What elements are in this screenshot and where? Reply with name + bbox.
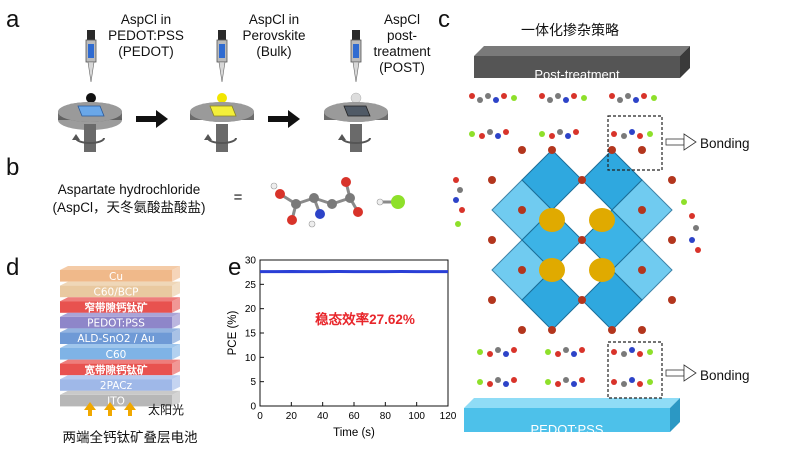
step-pedot-label: AspCl in PEDOT:PSS (PEDOT) xyxy=(108,12,184,59)
stack-layer-label: 2PACz xyxy=(100,380,133,392)
arrow-right-icon xyxy=(136,110,168,128)
panel-letter-a: a xyxy=(6,6,20,33)
stack-layer-label: ALD-SnO2 / Au xyxy=(77,333,154,345)
hollow-arrow-icon xyxy=(665,133,697,151)
molecule-ball-stick xyxy=(270,177,405,228)
doping-structure-diagram xyxy=(453,46,701,432)
x-tick-label: 80 xyxy=(380,411,392,422)
stack-layer: PEDOT:PSS xyxy=(60,312,180,330)
pipette-icon xyxy=(216,30,228,83)
x-tick-label: 0 xyxy=(257,411,263,422)
stack-layer-label: C60 xyxy=(106,349,127,361)
x-axis-label: Time (s) xyxy=(333,427,375,439)
compound-abbrev: (AspCl，天冬氨酸盐酸盐) xyxy=(52,200,206,215)
x-tick-label: 120 xyxy=(440,411,457,422)
droplet-icon xyxy=(217,93,227,103)
stack-layer: ALD-SnO2 / Au xyxy=(60,328,180,345)
bottom-slab-label: PEDOT:PSS xyxy=(530,422,604,437)
pipette-icon xyxy=(85,30,97,83)
step-bulk-label: AspCl in Perovskite (Bulk) xyxy=(242,12,306,59)
x-tick-label: 20 xyxy=(286,411,298,422)
perovskite-lattice xyxy=(488,146,676,334)
bonding-label-bottom: Bonding xyxy=(700,368,750,383)
sunlight-label: 太阳光 xyxy=(148,403,185,417)
equals-sign: = xyxy=(233,189,243,206)
stack-layer-label: Cu xyxy=(109,271,123,283)
strategy-title: 一体化掺杂策略 xyxy=(521,22,619,38)
y-tick-label: 10 xyxy=(245,353,257,364)
steady-state-annotation: 稳态效率27.62% xyxy=(315,312,415,327)
stack-layer: 窄带隙钙钛矿 xyxy=(60,297,180,314)
aspcl-molecules-top xyxy=(469,93,657,139)
spin-coating-illustration xyxy=(58,30,388,152)
panel-letter-e: e xyxy=(228,254,242,281)
bonding-label-top: Bonding xyxy=(700,136,750,151)
tandem-caption: 两端全钙钛矿叠层电池 xyxy=(62,430,198,445)
arrow-up-icon xyxy=(84,402,136,416)
aspcl-molecules-bottom xyxy=(477,347,653,387)
droplet-icon xyxy=(86,93,96,103)
y-axis-label: PCE (%) xyxy=(227,310,239,355)
y-tick-label: 30 xyxy=(245,256,257,267)
x-tick-label: 60 xyxy=(348,411,360,422)
droplet-icon xyxy=(350,92,362,104)
stack-layer: 2PACz xyxy=(60,375,180,392)
stack-layer-label: 宽带隙钙钛矿 xyxy=(84,363,148,376)
stack-layer: C60 xyxy=(60,344,180,361)
panel-letter-d: d xyxy=(6,254,20,281)
y-tick-label: 5 xyxy=(250,377,256,388)
x-tick-label: 40 xyxy=(317,411,329,422)
compound-name: Aspartate hydrochloride xyxy=(57,182,201,197)
top-slab-label: Post-treatment xyxy=(534,67,620,82)
panel-letter-b: b xyxy=(6,154,20,181)
y-tick-label: 15 xyxy=(245,329,257,340)
panel-letter-c: c xyxy=(438,6,450,33)
bonding-box-top xyxy=(607,115,663,171)
y-tick-label: 0 xyxy=(250,402,256,413)
stack-layer: C60/BCP xyxy=(60,281,180,298)
spin-coater-icon xyxy=(190,102,254,152)
hollow-arrow-icon xyxy=(665,364,697,382)
spin-coater-icon xyxy=(58,102,122,152)
stack-layer-label: 窄带隙钙钛矿 xyxy=(85,301,148,314)
aspcl-molecule-side xyxy=(453,177,701,253)
stack-layer: ITO xyxy=(60,390,180,408)
stack-layer-label: C60/BCP xyxy=(94,286,139,298)
bonding-box-bottom xyxy=(607,341,663,399)
plot-frame xyxy=(259,259,449,407)
spin-coater-icon xyxy=(324,102,388,152)
y-tick-label: 20 xyxy=(245,304,257,315)
pipette-icon xyxy=(350,30,362,83)
step-post-label: AspCl post- treatment (POST) xyxy=(373,12,431,75)
arrow-right-icon xyxy=(268,110,300,128)
stack-layer: Cu xyxy=(60,266,180,283)
y-tick-label: 25 xyxy=(245,280,257,291)
stack-layer-label: PEDOT:PSS xyxy=(87,318,145,330)
x-tick-label: 100 xyxy=(408,411,425,422)
stack-layer: 宽带隙钙钛矿 xyxy=(60,359,180,376)
sunlight-arrows xyxy=(84,402,136,416)
